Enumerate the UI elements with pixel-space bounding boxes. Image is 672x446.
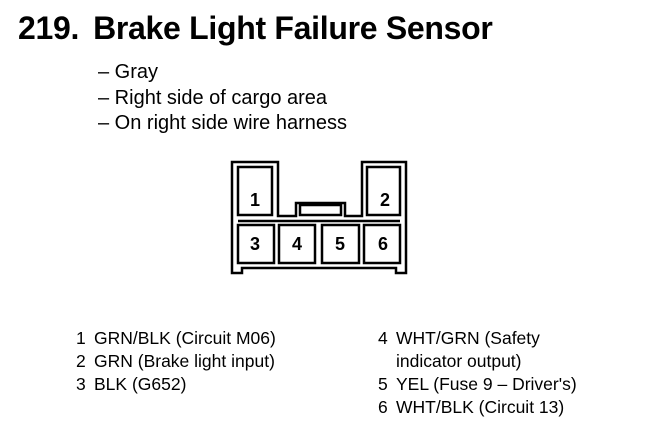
locking-tab xyxy=(298,203,343,217)
pin-label-3: 3 xyxy=(250,234,260,254)
info-harness: – On right side wire harness xyxy=(98,112,348,134)
pin-cavity-1 xyxy=(236,165,274,217)
section-title: Brake Light Failure Sensor xyxy=(93,10,493,46)
pin-cavity-3 xyxy=(236,223,276,265)
info-color: – Gray xyxy=(98,61,159,83)
pin-cavity-4 xyxy=(277,223,317,265)
page-title: 219. Brake Light Failure Sensor xyxy=(18,10,493,47)
section-number: 219. xyxy=(18,10,80,46)
connector-info-list: – Gray – Right side of cargo area – On r… xyxy=(98,60,347,137)
pin-label-2: 2 xyxy=(380,190,390,210)
connector-housing xyxy=(230,160,408,275)
pin-cavity-5 xyxy=(320,223,361,265)
pin-label-1: 1 xyxy=(250,190,260,210)
info-location: – Right side of cargo area xyxy=(98,86,328,109)
legend-item-continuation: indicator output) xyxy=(396,351,522,371)
pin-label-5: 5 xyxy=(335,234,345,254)
pin-label-4: 4 xyxy=(292,234,302,254)
pin-cavity-2 xyxy=(365,165,402,217)
pin-cavity-6 xyxy=(362,223,402,265)
pin-label-6: 6 xyxy=(378,234,388,254)
